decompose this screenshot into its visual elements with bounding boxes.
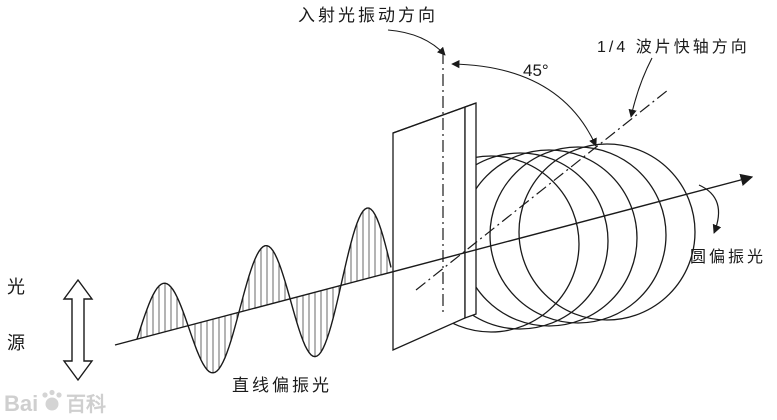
incident-direction-label: 入射光振动方向 [298, 6, 438, 25]
helix-ring [518, 143, 696, 321]
plate-front-face [392, 106, 466, 352]
source-label-bottom: 源 [7, 333, 25, 353]
circular-light-label: 圆偏振光 [690, 248, 766, 266]
source-label-top: 光 [7, 277, 25, 297]
linear-light-label: 直线偏振光 [232, 376, 332, 395]
watermark: Bai 百科 [4, 389, 106, 416]
fast-axis-line [415, 89, 669, 291]
rotation-direction-arrow [698, 184, 722, 234]
watermark-paw-icon [42, 389, 62, 411]
watermark-cjk: 百科 [66, 392, 106, 416]
watermark-latin: Bai [4, 391, 38, 416]
linear-wave-hatching [140, 208, 388, 373]
incident-label-leader-arrow [387, 29, 446, 56]
circular-helix [402, 143, 696, 333]
propagation-axis [114, 173, 754, 346]
angle-arc [451, 60, 597, 147]
fast-axis-label: 1/4 波片快轴方向 [597, 38, 750, 56]
light-source-double-arrow [62, 278, 94, 382]
linear-wave [136, 207, 392, 374]
quarter-wave-plate [392, 102, 477, 352]
plate-side-face [464, 102, 477, 319]
angle-label: 45° [523, 61, 549, 80]
helix-ring [489, 146, 667, 324]
fast-axis-label-leader-arrow [628, 57, 653, 118]
helix-ring [460, 149, 638, 327]
